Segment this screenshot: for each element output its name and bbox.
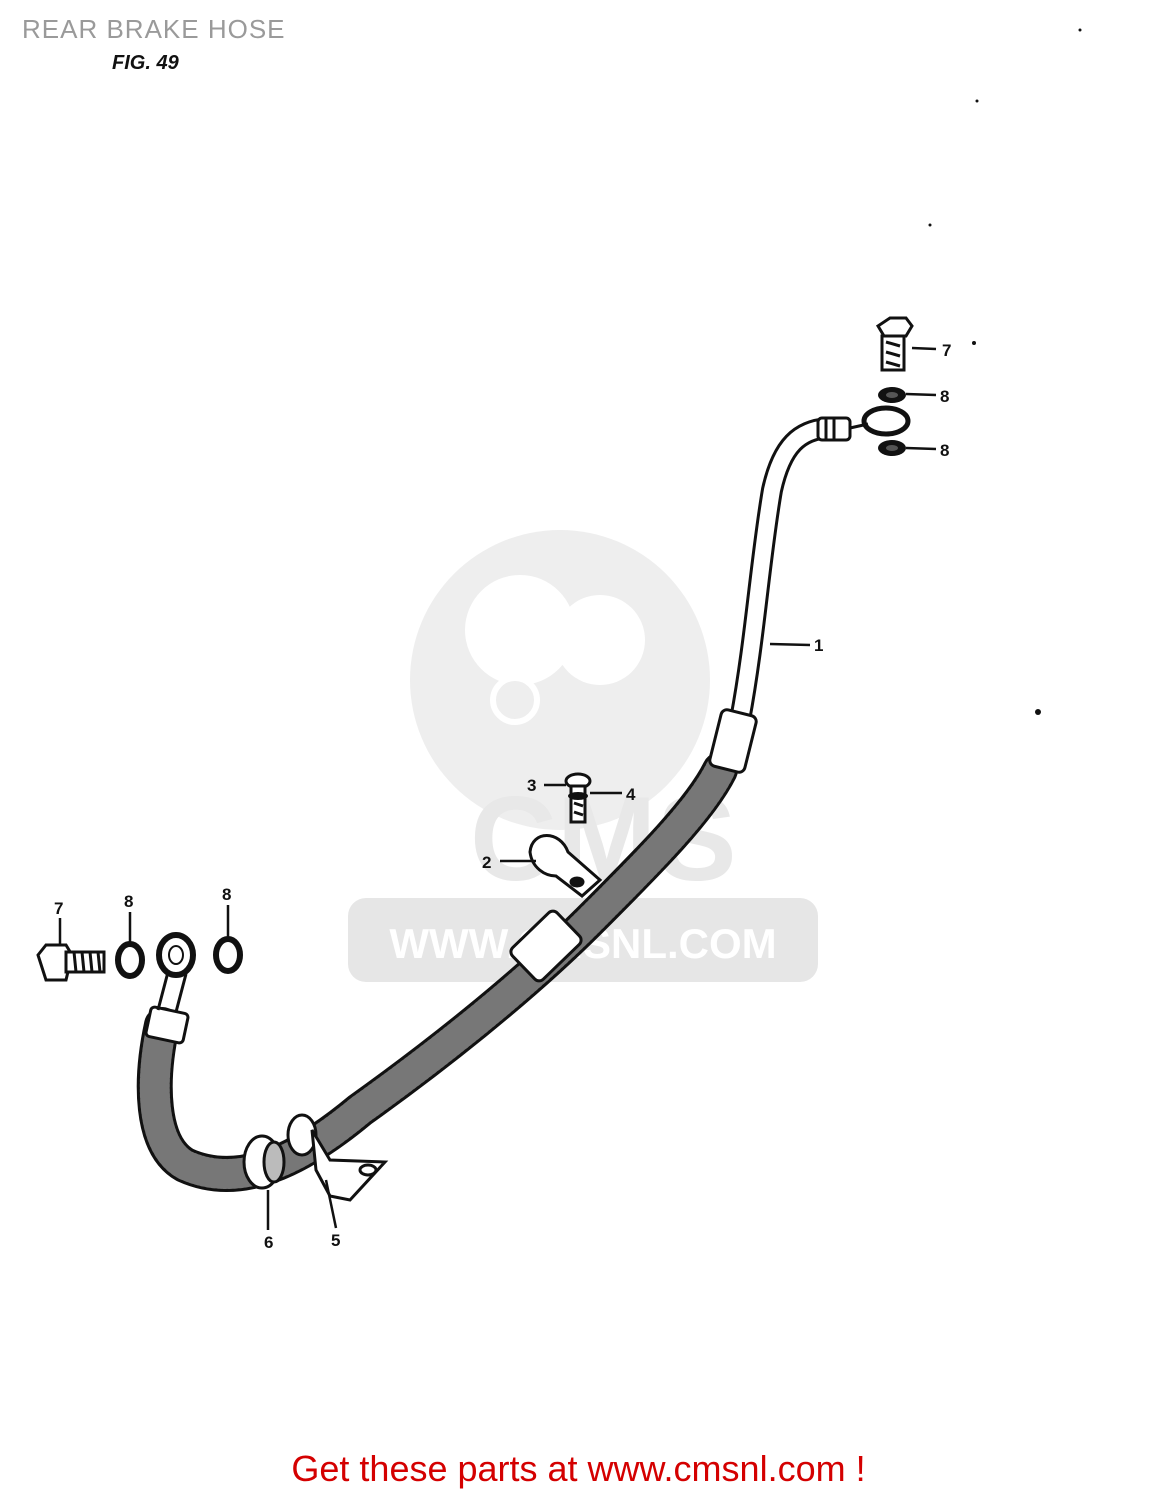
hose-clamp xyxy=(528,834,603,898)
parts-diagram: CMS WWW.CMSNL.COM xyxy=(36,28,1082,1252)
callout-6: 6 xyxy=(264,1233,273,1252)
lower-banjo-fitting xyxy=(156,932,196,1013)
brake-hose xyxy=(136,417,839,1192)
hose-sleeve-upper xyxy=(708,708,758,774)
callout-8-upper-top: 8 xyxy=(940,387,949,406)
hose-bracket xyxy=(286,1113,389,1202)
page-title: REAR BRAKE HOSE xyxy=(22,14,286,44)
cms-watermark: CMS WWW.CMSNL.COM xyxy=(348,530,818,982)
callout-2: 2 xyxy=(482,853,491,872)
scan-specks xyxy=(928,28,1082,715)
lower-union-bolt xyxy=(36,943,106,982)
upper-banjo-fitting xyxy=(816,405,911,442)
clamp-washer xyxy=(568,792,588,800)
hose-sleeve-middle xyxy=(509,909,583,983)
callout-8-lower-right: 8 xyxy=(222,885,231,904)
hose-grommet xyxy=(242,1134,286,1190)
upper-union-bolt xyxy=(875,316,914,372)
callout-4: 4 xyxy=(626,785,636,804)
callout-3: 3 xyxy=(527,776,536,795)
callout-8-lower-left: 8 xyxy=(124,892,133,911)
footer-link-text[interactable]: Get these parts at www.cmsnl.com ! xyxy=(291,1448,866,1489)
lower-washer-right xyxy=(213,936,243,974)
lower-washer-left xyxy=(115,941,145,979)
callout-8-upper-bottom: 8 xyxy=(940,441,949,460)
callout-5: 5 xyxy=(331,1231,340,1250)
hose-collar-lower xyxy=(144,1005,190,1045)
callout-7-lower: 7 xyxy=(54,899,63,918)
leader-lines xyxy=(58,346,937,1230)
figure-label: FIG. 49 xyxy=(112,52,179,74)
callout-1: 1 xyxy=(814,636,823,655)
callout-7-upper: 7 xyxy=(942,341,951,360)
